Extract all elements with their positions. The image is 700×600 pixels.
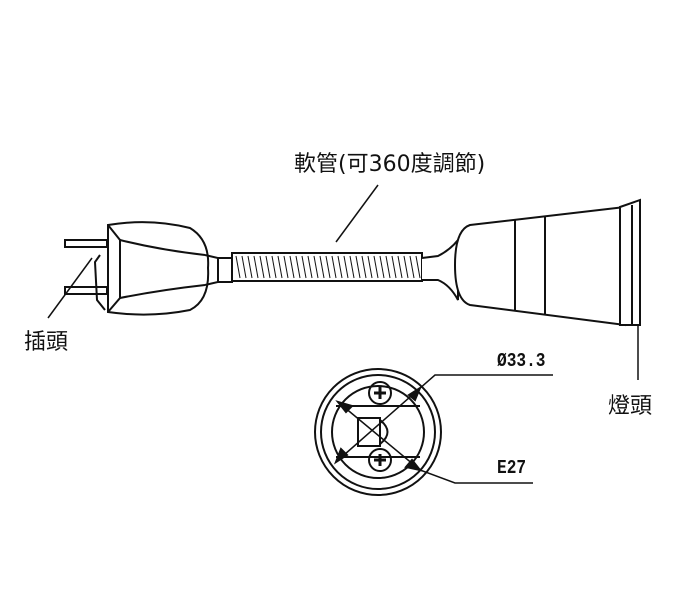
- hose-coil-line: [373, 255, 379, 279]
- diameter-label: Ø33.3: [497, 350, 546, 372]
- hose-coil-line: [361, 255, 367, 279]
- screw-icon: [368, 448, 392, 472]
- hose-coil-line: [271, 255, 277, 279]
- hose-coil-line: [379, 255, 385, 279]
- hose-coil-line: [403, 255, 409, 279]
- plug-prong: [64, 239, 108, 248]
- lamp-holder-drawing: [421, 198, 641, 380]
- hose-coil-line: [235, 255, 241, 279]
- hose-coil-line: [385, 255, 391, 279]
- hose-coil-line: [277, 255, 283, 279]
- hose-coil-line: [325, 255, 331, 279]
- hose-coil-line: [409, 255, 415, 279]
- hose-coil-line: [313, 255, 319, 279]
- hose-drawing: [231, 252, 423, 282]
- hose-coil-line: [253, 255, 259, 279]
- socket-top-view: [314, 368, 553, 496]
- hose-coil-line: [337, 255, 343, 279]
- socket-type-label: E27: [497, 457, 527, 479]
- hose-coil-line: [331, 255, 337, 279]
- hose-coil-line: [289, 255, 295, 279]
- hose-coil-line: [307, 255, 313, 279]
- hose-coil-line: [415, 255, 421, 279]
- hose-coil-line: [355, 255, 361, 279]
- hose-coil-line: [343, 255, 349, 279]
- plug-drawing: [64, 221, 233, 316]
- hose-coil-line: [247, 255, 253, 279]
- hose-coil-line: [349, 255, 355, 279]
- hose-coil-line: [259, 255, 265, 279]
- hose-coil-line: [295, 255, 301, 279]
- plug-label: 插頭: [24, 330, 69, 355]
- plug-prong: [64, 286, 108, 295]
- hose-coil-line: [241, 255, 247, 279]
- hose-coil-line: [301, 255, 307, 279]
- plug-face: [93, 254, 106, 311]
- plug-leader: [47, 257, 93, 319]
- hose-coil-line: [391, 255, 397, 279]
- hose-leader: [335, 184, 379, 243]
- hose-coil-line: [319, 255, 325, 279]
- lamp-holder-label: 燈頭: [608, 394, 653, 419]
- hose-coil-line: [367, 255, 373, 279]
- hose-coil-line: [397, 255, 403, 279]
- hose-label: 軟管(可360度調節): [294, 152, 486, 177]
- screw-icon: [368, 381, 392, 405]
- hose-coil-line: [265, 255, 271, 279]
- hose-coil-line: [283, 255, 289, 279]
